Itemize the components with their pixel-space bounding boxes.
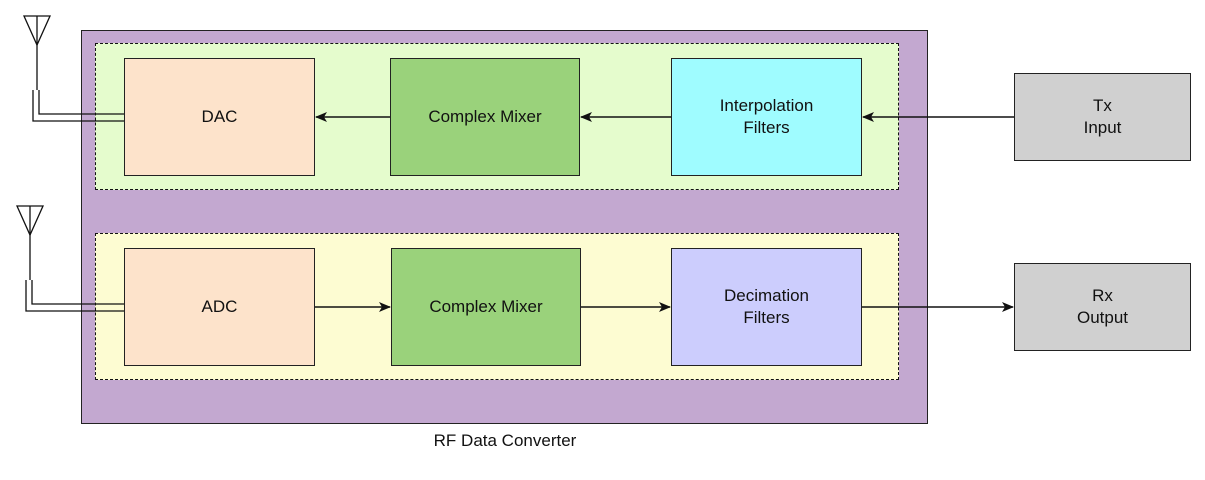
interpolation-filters-block: Interpolation Filters: [671, 58, 862, 176]
diagram-caption: RF Data Converter: [433, 431, 577, 450]
adc-block: ADC: [124, 248, 315, 366]
antenna-icon: [22, 15, 124, 122]
tx-complex-mixer-block: Complex Mixer: [390, 58, 580, 176]
tx-input-block: Tx Input: [1014, 73, 1191, 161]
dac-block: DAC: [124, 58, 315, 176]
decimation-filters-block: Decimation Filters: [671, 248, 862, 366]
rx-complex-mixer-block: Complex Mixer: [391, 248, 581, 366]
rx-output-block: Rx Output: [1014, 263, 1191, 351]
antenna-icon: [15, 205, 124, 312]
